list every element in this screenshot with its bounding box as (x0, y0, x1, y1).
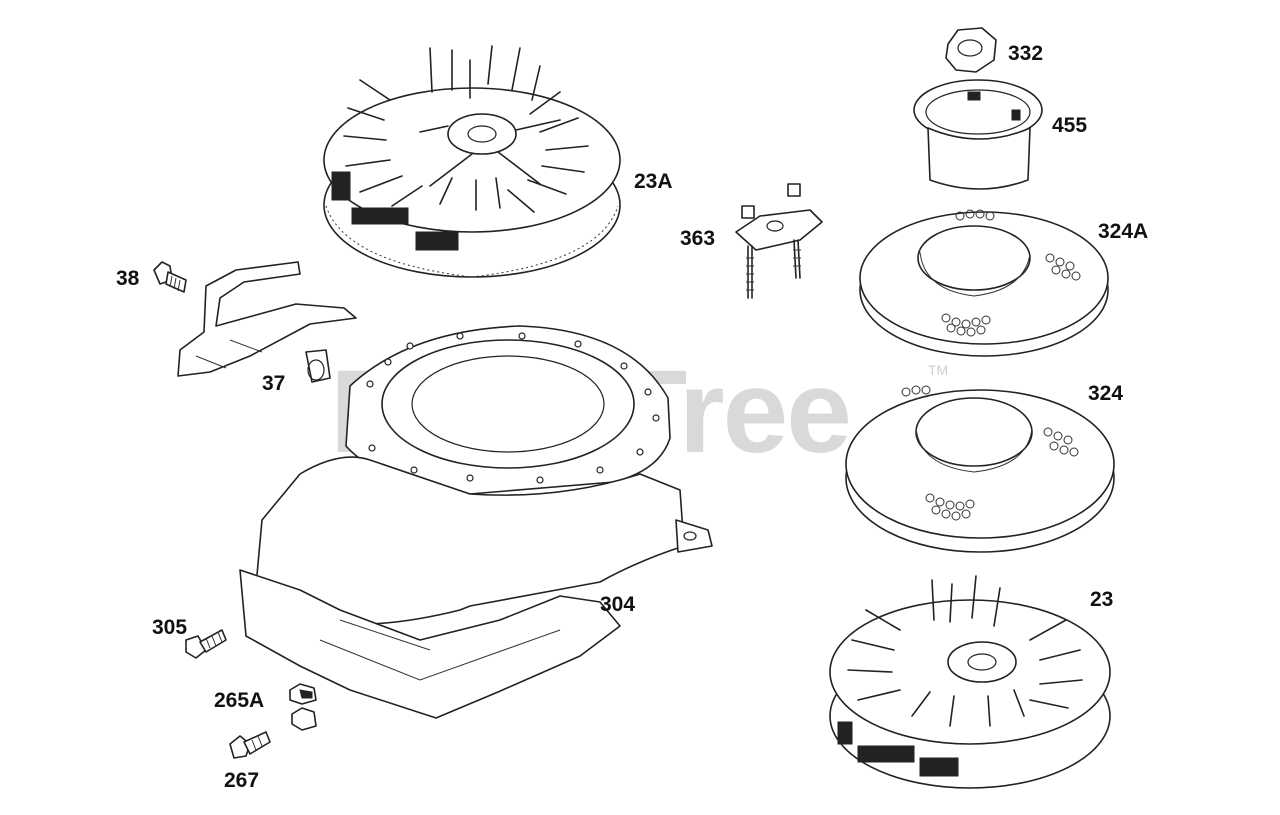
callout-labels: 332 455 23A 363 324A 38 37 324 23 304 30… (116, 42, 1148, 792)
part-bracket-363[interactable] (735, 183, 823, 299)
part-clips-265a[interactable] (289, 683, 317, 731)
part-housing-304[interactable] (239, 325, 713, 719)
part-bolt-267[interactable] (229, 731, 271, 759)
callout-265a[interactable]: 265A (214, 689, 264, 712)
callout-23a[interactable]: 23A (634, 170, 673, 193)
callout-324[interactable]: 324 (1088, 382, 1123, 405)
part-cup-455[interactable] (913, 79, 1043, 190)
callout-332[interactable]: 332 (1008, 42, 1043, 65)
watermark-tm: TM (928, 362, 948, 378)
callout-363[interactable]: 363 (680, 227, 715, 250)
callout-455[interactable]: 455 (1052, 114, 1087, 137)
part-screen-324a[interactable] (859, 209, 1109, 357)
part-flywheel-23a[interactable] (323, 45, 621, 278)
part-flywheel-23[interactable] (829, 575, 1111, 789)
callout-305[interactable]: 305 (152, 616, 187, 639)
callout-23[interactable]: 23 (1090, 588, 1113, 611)
part-screen-324[interactable] (845, 385, 1115, 553)
part-bolt-305[interactable] (185, 629, 227, 659)
callout-304[interactable]: 304 (600, 593, 635, 616)
part-nut-332[interactable] (945, 27, 997, 73)
callout-37[interactable]: 37 (262, 372, 285, 395)
callout-38[interactable]: 38 (116, 267, 140, 290)
part-deflector-37[interactable] (177, 261, 357, 383)
callout-324a[interactable]: 324A (1098, 220, 1148, 243)
part-bolt-38[interactable] (153, 261, 187, 293)
callout-267[interactable]: 267 (224, 769, 259, 792)
